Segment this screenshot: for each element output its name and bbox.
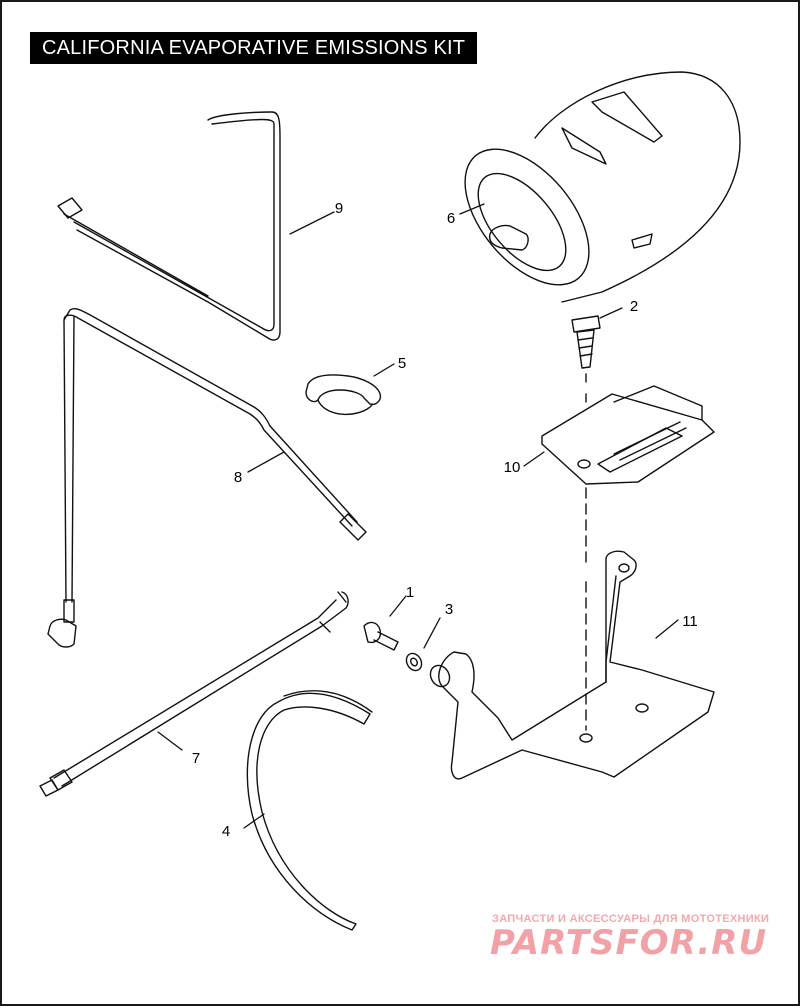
hose-part-8 — [47, 307, 367, 648]
watermark-tagline: ЗАПЧАСТИ И АКСЕССУАРЫ ДЛЯ МОТОТЕХНИКИ — [492, 913, 770, 925]
clamp-part-5 — [305, 374, 382, 416]
callout-10: 10 — [504, 459, 521, 476]
leader-lines — [157, 203, 679, 829]
callout-2: 2 — [630, 298, 638, 315]
hose-part-9 — [57, 111, 281, 341]
callout-5: 5 — [398, 355, 406, 372]
hose-part-7 — [39, 591, 349, 797]
callout-6: 6 — [447, 210, 455, 227]
watermark-logo: PARTSFOR.RU — [490, 923, 768, 963]
bolt-part-2 — [571, 315, 601, 407]
callout-8: 8 — [234, 469, 242, 486]
washer-part-3 — [405, 652, 451, 688]
callout-11: 11 — [682, 613, 698, 630]
screw-part-1 — [363, 621, 399, 651]
page-title: CALIFORNIA EVAPORATIVE EMISSIONS KIT — [30, 32, 478, 64]
callout-7: 7 — [192, 750, 200, 767]
callout-9: 9 — [335, 200, 343, 217]
bracket-plate-part-10 — [541, 385, 715, 563]
callout-4: 4 — [222, 823, 230, 840]
mounting-bracket-part-11 — [438, 550, 715, 780]
callout-3: 3 — [445, 601, 453, 618]
callout-1: 1 — [406, 584, 414, 601]
canister-part-6 — [464, 71, 741, 303]
strap-part-4 — [246, 690, 373, 931]
